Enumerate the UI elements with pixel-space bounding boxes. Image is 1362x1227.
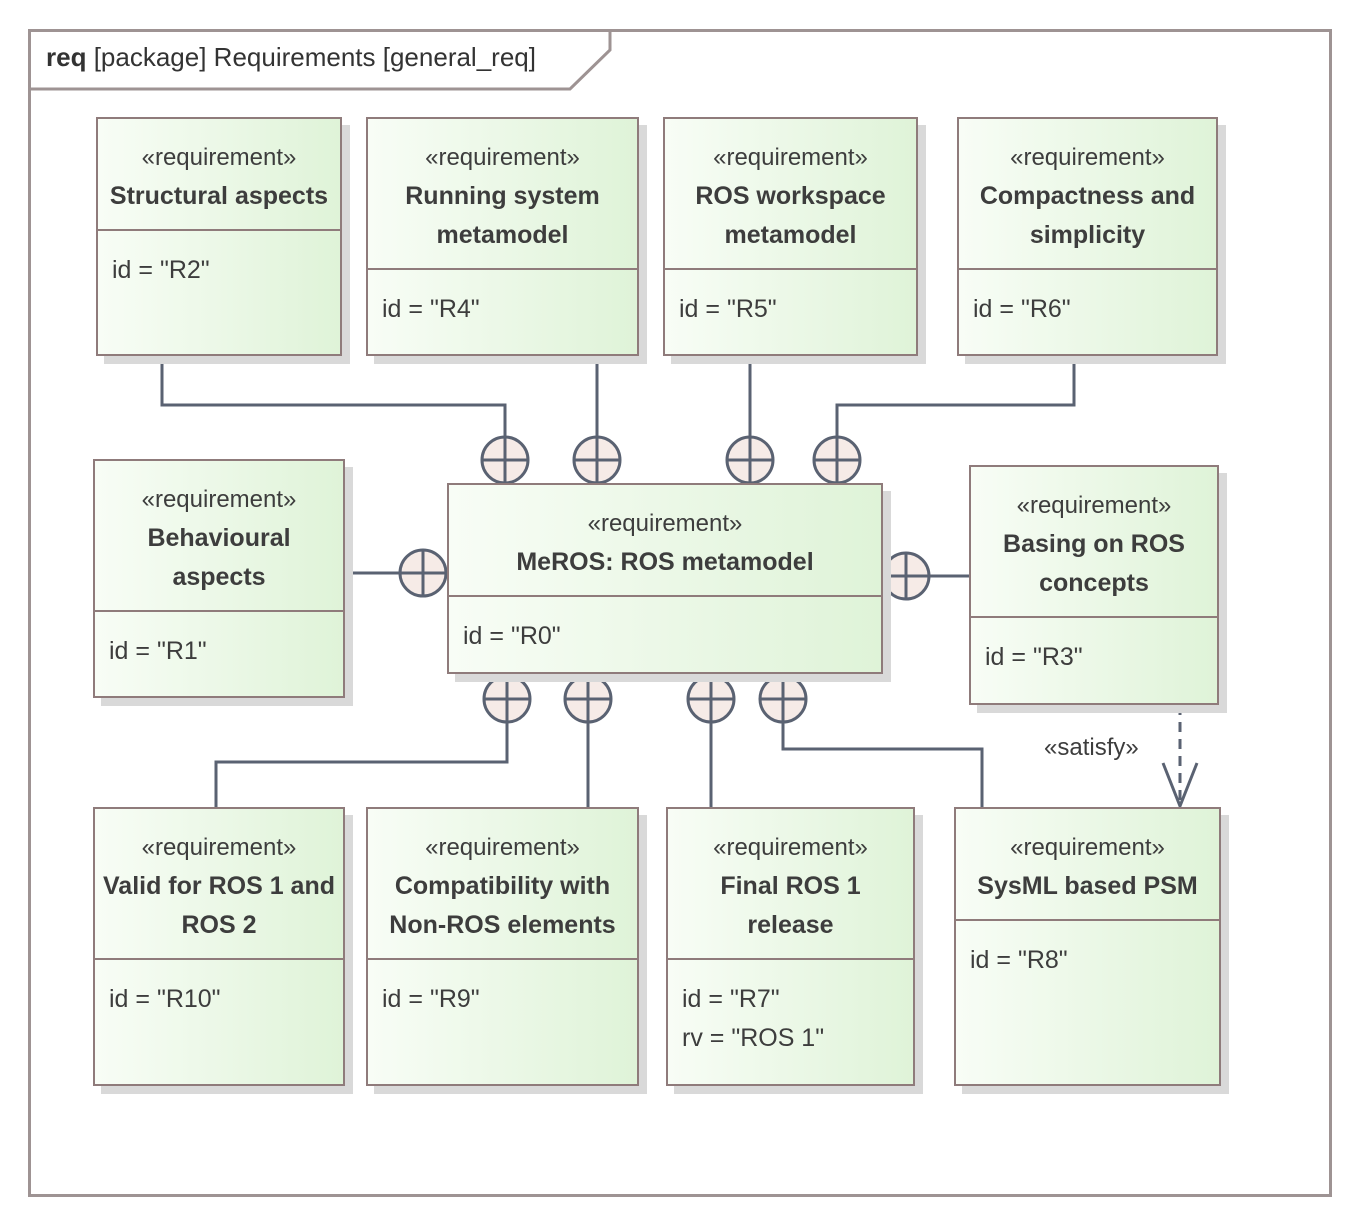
requirement-name: SysML based PSM [977, 872, 1198, 900]
requirement-id: id = "R1" [109, 637, 207, 665]
stereotype-label: «requirement» [141, 834, 297, 861]
requirement-id: id = "R10" [109, 985, 221, 1013]
requirement-r6[interactable]: «requirement»Compactness and simplicity … [957, 117, 1218, 356]
containment-circle-r7 [686, 674, 736, 724]
requirement-r0[interactable]: «requirement» MeROS: ROS metamodel id = "… [447, 483, 883, 674]
stereotype-label: «requirement» [1016, 492, 1172, 519]
containment-circle-r4 [572, 435, 622, 485]
containment-line-r2 [160, 356, 507, 437]
requirement-r10[interactable]: «requirement» Valid for ROS 1 and ROS 2 i… [93, 807, 345, 1086]
requirement-r5[interactable]: «requirement» ROS workspace metamodel id … [663, 117, 918, 356]
requirement-id: id = "R0" [463, 622, 561, 650]
requirement-id: id = "R2" [112, 256, 210, 284]
requirement-id: id = "R8" [970, 946, 1068, 974]
requirement-name: Compatibility with Non-ROS elements [389, 872, 616, 939]
requirement-id: id = "R6" [973, 295, 1071, 323]
containment-circle-r2 [480, 435, 530, 485]
stereotype-label: «requirement» [1010, 144, 1165, 171]
frame-title: req [package] Requirements [general_req] [46, 42, 536, 73]
requirement-rv: rv = "ROS 1" [682, 1024, 825, 1052]
containment-line-r6 [835, 356, 1076, 437]
containment-line-r10 [214, 722, 509, 808]
diagram-frame [28, 29, 1332, 1197]
stereotype-label: «requirement» [425, 144, 580, 171]
containment-circle-r1 [398, 548, 448, 598]
requirement-r2[interactable]: «requirement» Structural aspects id = "R2… [96, 117, 342, 356]
stereotype-label: «requirement» [425, 834, 580, 861]
requirement-name: Final ROS 1 release [720, 872, 861, 939]
requirement-id: id = "R3" [985, 643, 1083, 671]
satisfy-label: «satisfy» [1044, 734, 1139, 761]
requirement-name: ROS workspace metamodel [695, 182, 886, 249]
containment-circle-r6 [812, 435, 862, 485]
requirement-r4[interactable]: «requirement» Running system metamodel id… [366, 117, 639, 356]
containment-circle-r3 [881, 551, 931, 601]
requirement-name: MeROS: ROS metamodel [516, 548, 814, 576]
requirement-r8[interactable]: «requirement» SysML based PSM id = "R8" [954, 807, 1221, 1086]
containment-circle-r10 [482, 674, 532, 724]
satisfy-arrowhead [1161, 762, 1199, 811]
frame-keyword: req [46, 42, 87, 72]
requirement-r1[interactable]: «requirement» Behavioural aspects id = "R… [93, 459, 345, 698]
containment-circle-r8 [758, 674, 808, 724]
containment-circle-r5 [725, 435, 775, 485]
requirement-name: Behavioural aspects [147, 524, 291, 591]
requirement-name: Valid for ROS 1 and ROS 2 [103, 872, 335, 939]
requirement-name: Compactness and simplicity [979, 182, 1196, 249]
requirement-id: id = "R5" [679, 295, 777, 323]
containment-line-r8 [781, 722, 984, 808]
containment-circle-r9 [563, 674, 613, 724]
requirement-name: Structural aspects [109, 182, 329, 210]
requirement-r7[interactable]: «requirement» Final ROS 1 release id = "R… [666, 807, 915, 1086]
requirement-name: Basing on ROS concepts [1003, 530, 1185, 597]
requirement-name: Running system metamodel [405, 182, 600, 249]
requirement-id: id = "R7" [682, 985, 780, 1013]
requirement-r3[interactable]: «requirement» Basing on ROS concepts id =… [969, 465, 1219, 705]
requirement-r9[interactable]: «requirement» Compatibility with Non-ROS … [366, 807, 639, 1086]
stereotype-label: «requirement» [141, 144, 297, 171]
stereotype-label: «requirement» [141, 486, 297, 513]
stereotype-label: «requirement» [713, 834, 868, 861]
frame-tab-outline [30, 31, 612, 91]
stereotype-label: «requirement» [587, 510, 743, 537]
stereotype-label: «requirement» [1010, 834, 1165, 861]
requirement-id: id = "R9" [382, 985, 480, 1013]
requirement-id: id = "R4" [382, 295, 480, 323]
stereotype-label: «requirement» [713, 144, 868, 171]
frame-title-text: [package] Requirements [general_req] [93, 42, 536, 72]
